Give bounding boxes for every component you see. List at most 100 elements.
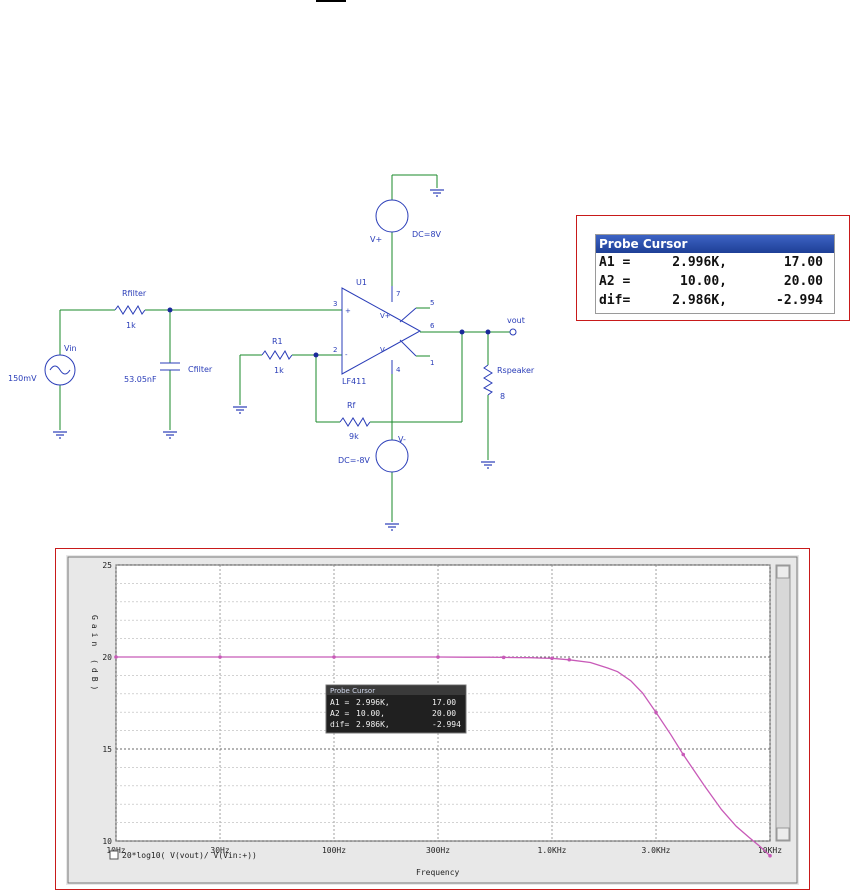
- y-tick-label: 20: [102, 653, 112, 662]
- ground-symbol-vplus: [430, 189, 444, 197]
- noninv-plus-sign: +: [345, 307, 351, 315]
- rf-name: Rf: [347, 401, 356, 410]
- probe-row-label: A1 =: [599, 255, 631, 270]
- rspeaker-value: 8: [500, 392, 505, 401]
- scroll-up-button[interactable]: [776, 565, 790, 579]
- x-tick-label: 3.0KHz: [642, 846, 671, 855]
- pin-2: 2: [333, 346, 337, 354]
- plot-window-border: [67, 556, 798, 884]
- trace-marker: [218, 655, 222, 659]
- ground-symbol-cfilter: [163, 431, 177, 439]
- probe-row-label: dif=: [599, 293, 631, 308]
- rfilter-value: 1k: [126, 321, 136, 330]
- plot-scrollbar[interactable]: [775, 564, 791, 842]
- junction-dot: [485, 329, 491, 335]
- vminus-name: V-: [398, 435, 406, 444]
- r1-value: 1k: [274, 366, 284, 375]
- mini-probe-title: Probe Cursor: [330, 687, 375, 695]
- junction-dot: [167, 307, 173, 313]
- pin-1: 1: [430, 359, 434, 367]
- rf-resistor: [339, 416, 371, 427]
- vout-label: vout: [507, 316, 525, 325]
- probe-row-dif: dif= 2.986K, -2.994: [596, 291, 834, 310]
- r1-resistor: [261, 349, 293, 360]
- probe-row-y: -2.994: [776, 293, 823, 308]
- probe-row-label: A2 =: [599, 274, 631, 289]
- probe-row-x: 10.00,: [680, 274, 727, 289]
- ground-symbol-vminus: [385, 523, 399, 531]
- rf-value: 9k: [349, 432, 359, 441]
- ground-symbol-vin: [53, 431, 67, 439]
- pin-4: 4: [396, 366, 401, 374]
- x-tick-label: 1.0KHz: [538, 846, 567, 855]
- mini-row-y: 17.00: [432, 698, 456, 707]
- trace-marker: [332, 655, 336, 659]
- opamp-u1: [341, 287, 422, 375]
- vminus-source: [375, 439, 409, 473]
- opamp-pin7-line: [399, 339, 417, 357]
- mini-row-label: dif=: [330, 720, 349, 729]
- vplus-name: V+: [370, 235, 382, 244]
- y-tick-label: 15: [102, 745, 112, 754]
- mini-probe-cursor[interactable]: Probe Cursor A1 = 2.996K, 17.00 A2 = 10.…: [325, 684, 467, 734]
- pin-5: 5: [430, 299, 434, 307]
- mini-row-x: 2.986K,: [356, 720, 390, 729]
- vin-name: Vin: [64, 344, 77, 353]
- x-tick-label: 30Hz: [210, 846, 229, 855]
- y-tick-label: 25: [102, 561, 112, 570]
- probe-cursor-frame: Probe Cursor A1 = 2.996K, 17.00 A2 = 10.…: [576, 215, 850, 321]
- trace-markers: [114, 655, 772, 858]
- y-axis-label: Gain (dB): [90, 615, 99, 694]
- trace-marker: [550, 656, 554, 661]
- y-tick-label: 10: [102, 837, 112, 846]
- probe-row-x: 2.986K,: [672, 293, 727, 308]
- probe-cursor-title: Probe Cursor: [596, 235, 834, 253]
- junction-dot: [313, 352, 319, 358]
- probe-row-y: 17.00: [783, 255, 823, 270]
- pin-vplus: V+: [380, 312, 391, 320]
- vin-source: [44, 354, 76, 386]
- pin-7: 7: [396, 290, 400, 298]
- legend-trace-expression: 20*log10( V(vout)/ V(Vin:+)): [122, 851, 257, 860]
- scroll-down-button[interactable]: [776, 827, 790, 841]
- circuit-schematic: Rfilter 1k 53.05nF Cfilter Vin 150mV R1 …: [8, 174, 535, 531]
- probe-row-y: 20.00: [783, 274, 823, 289]
- mini-row-x: 2.996K,: [356, 698, 390, 707]
- trace-marker: [681, 752, 686, 757]
- probe-row-a2: A2 = 10.00, 20.00: [596, 272, 834, 291]
- probe-row-x: 2.996K,: [672, 255, 727, 270]
- vplus-value: DC=8V: [412, 230, 442, 239]
- mini-row-x: 10.00,: [356, 709, 385, 718]
- trace-marker: [654, 710, 658, 715]
- vin-value: 150mV: [8, 374, 37, 383]
- vin-sine-icon: [49, 365, 71, 375]
- probe-cursor-window[interactable]: Probe Cursor A1 = 2.996K, 17.00 A2 = 10.…: [595, 234, 835, 314]
- ground-symbol-r1: [233, 406, 247, 414]
- probe-row-a1: A1 = 2.996K, 17.00: [596, 253, 834, 272]
- trace-marker: [768, 853, 772, 858]
- vminus-value: DC=-8V: [338, 456, 370, 465]
- rspeaker-resistor: [482, 364, 493, 396]
- ground-symbol-rspeaker: [481, 461, 495, 469]
- inv-minus-sign: -: [345, 351, 348, 359]
- legend-marker-icon[interactable]: [109, 850, 119, 860]
- x-tick-label: 300Hz: [426, 846, 450, 855]
- rspeaker-name: Rspeaker: [497, 366, 535, 375]
- pin-6: 6: [430, 322, 435, 330]
- pin-3: 3: [333, 300, 337, 308]
- junction-dot: [459, 329, 465, 335]
- mini-row-y: 20.00: [432, 709, 456, 718]
- gain-curve: [116, 656, 771, 857]
- x-tick-label: 100Hz: [322, 846, 346, 855]
- rfilter-resistor: [114, 304, 146, 315]
- opamp-name: U1: [356, 278, 367, 287]
- trace-marker: [114, 655, 118, 659]
- opamp-pin5-line: [399, 307, 417, 323]
- mini-probe-titlebar: [327, 686, 465, 695]
- mini-row-label: A1 =: [330, 698, 349, 707]
- plot-grid: [115, 564, 771, 842]
- cfilter-name: Cfilter: [188, 365, 213, 374]
- mini-row-label: A2 =: [330, 709, 349, 718]
- pin-vminus: V-: [380, 346, 387, 354]
